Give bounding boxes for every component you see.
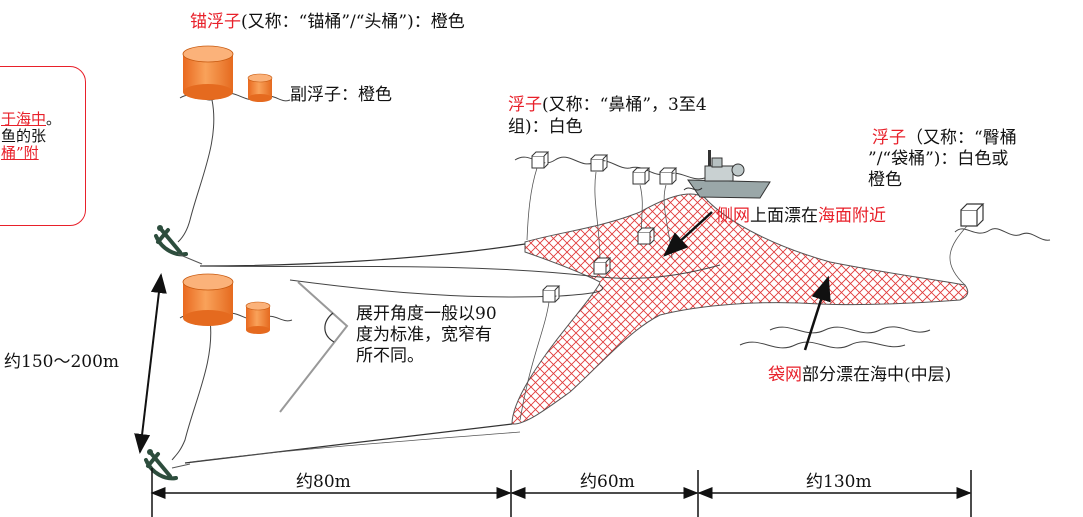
dimension-line — [150, 468, 972, 517]
angle-note-2: 度为标准，宽窄有 — [356, 325, 492, 345]
nose-float-label: 浮子(又称：“鼻桶”，3至4 — [508, 95, 707, 115]
dimension-seg2-label: 约60m — [580, 472, 635, 492]
anchor-rope-bottom — [171, 319, 212, 461]
callout-line-3: 桶”附 — [1, 144, 39, 162]
wave-lower-2 — [739, 341, 906, 349]
anchor-rope-top — [177, 99, 215, 243]
spacing-label: 约150～200m — [4, 352, 120, 372]
spacing-arrow — [134, 273, 167, 454]
anchor-float-bottom-icon — [182, 273, 234, 326]
anchor-top-icon — [154, 225, 203, 265]
callout-line-1: 于海中。 — [1, 110, 62, 128]
arm-float-label-2: ”/“袋桶”)：白色或 — [868, 149, 1009, 169]
callout-line-2: 鱼的张 — [1, 127, 47, 145]
sub-float-top-icon — [247, 73, 273, 102]
side-net-label: 侧网上面漂在海面附近 — [716, 206, 886, 226]
mid-float-rope — [519, 301, 550, 421]
submerged-float-icon — [542, 227, 656, 303]
boat-icon — [683, 150, 771, 199]
dimension-seg3-label: 约130m — [806, 472, 872, 492]
angle-arc — [324, 312, 335, 343]
tail-rope — [949, 225, 968, 286]
sub-float-label: 副浮子：橙色 — [290, 85, 392, 105]
angle-indicator — [279, 281, 349, 413]
anchor-float-label: 锚浮子(又称：“锚桶”/“头桶”)：橙色 — [190, 12, 465, 32]
side-net-pointer — [663, 211, 713, 257]
callout-box: 于海中。 鱼的张 桶”附 — [0, 66, 86, 226]
dimension-seg1-label: 约80m — [296, 472, 351, 492]
net-body — [511, 193, 969, 425]
sub-float-bottom-icon — [245, 301, 271, 334]
arm-float-label-3: 橙色 — [868, 170, 902, 190]
nose-float-label-2: 组)：白色 — [508, 117, 583, 137]
nose-float-icon — [531, 151, 678, 185]
angle-note-1: 展开角度一般以90 — [356, 304, 497, 324]
upper-headline — [199, 264, 721, 279]
upper-wing-line — [199, 243, 526, 267]
arm-float-label: 浮子（又称：“臀桶 — [872, 128, 1017, 148]
lower-footline — [189, 431, 521, 463]
wave-tail — [954, 228, 1051, 241]
bag-net-label: 袋网部分漂在海中(中层) — [768, 365, 952, 385]
lower-wing-line — [184, 423, 513, 464]
arm-float-icon — [960, 203, 985, 227]
bag-net-pointer — [803, 275, 831, 351]
nose-float-ropes — [526, 167, 673, 263]
mid-wing-line — [289, 279, 603, 298]
anchor-float-top-icon — [182, 45, 234, 100]
angle-note-3: 所不同。 — [356, 346, 424, 366]
wave-lower-1 — [769, 326, 931, 334]
